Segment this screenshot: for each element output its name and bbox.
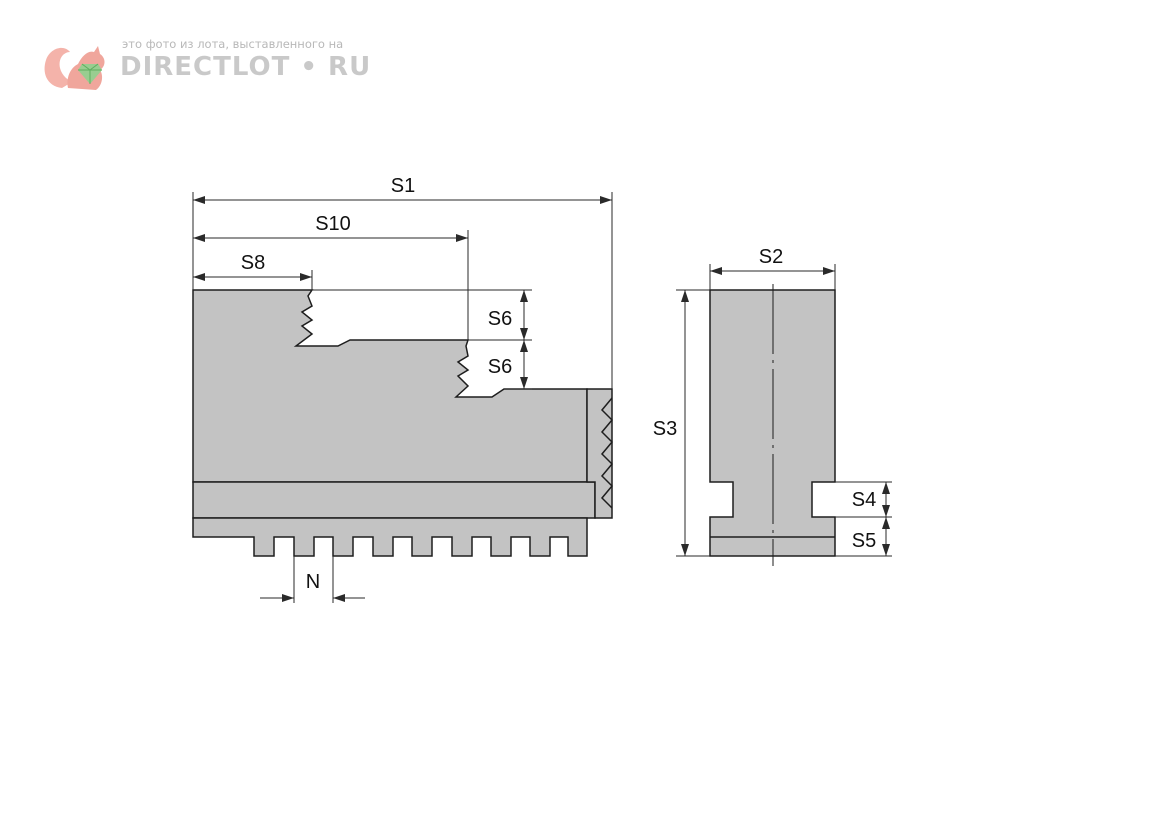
jaw-flange — [192, 481, 596, 519]
jaw-base-serrations — [192, 517, 588, 557]
label-s2: S2 — [759, 246, 783, 268]
watermark-brand: DIRECTLOT • RU — [120, 52, 372, 82]
label-s8: S8 — [241, 252, 265, 274]
watermark-caption: это фото из лота, выставленного на — [122, 37, 344, 51]
label-s4: S4 — [852, 489, 876, 511]
label-s10: S10 — [315, 213, 351, 235]
label-s5: S5 — [852, 530, 876, 552]
front-view — [192, 289, 614, 557]
label-s6-upper: S6 — [488, 308, 512, 330]
label-n: N — [306, 571, 320, 593]
squirrel-logo-icon — [44, 46, 105, 90]
label-s6-lower: S6 — [488, 356, 512, 378]
jaw-body — [192, 289, 588, 483]
label-s1: S1 — [391, 175, 415, 197]
dimensions — [192, 192, 892, 603]
watermark: это фото из лота, выставленного на DIREC… — [42, 36, 370, 96]
dimension-labels: S1 S10 S8 S6 S6 N S2 S3 S4 S5 — [241, 175, 876, 593]
label-s3: S3 — [653, 418, 677, 440]
end-serration-profile — [600, 397, 614, 509]
